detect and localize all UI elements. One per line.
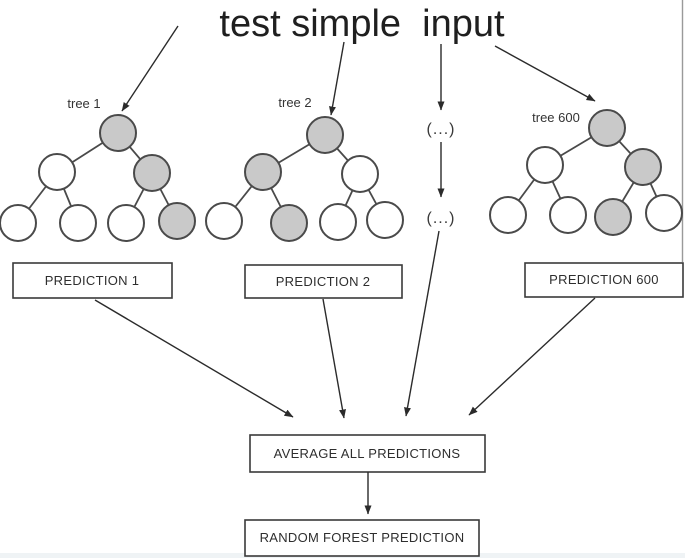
prediction-1-label: PREDICTION 1 — [45, 273, 140, 288]
tree-1-node-right-right — [158, 202, 196, 240]
tree-2-node-right-left — [319, 203, 357, 241]
ellipsis-bottom: (...) — [427, 210, 456, 227]
tree-1-node-left — [38, 153, 76, 191]
arrow-input-to-tree-2 — [329, 41, 345, 116]
tree-1-node-left-right — [59, 204, 97, 242]
tree-1-node-root — [99, 114, 137, 152]
tree-2-node-left-left — [205, 202, 243, 240]
tree-600 — [489, 109, 683, 236]
tree-2-node-right-right — [366, 201, 404, 239]
prediction-600-box: PREDICTION 600 — [524, 262, 684, 298]
average-box-label: AVERAGE ALL PREDICTIONS — [274, 446, 461, 461]
ellipsis-top: (...) — [427, 121, 456, 138]
tree-2-label: tree 2 — [278, 95, 311, 110]
tree-1-node-left-left — [0, 204, 37, 242]
prediction-600-label: PREDICTION 600 — [549, 272, 659, 287]
prediction-2-box: PREDICTION 2 — [244, 264, 403, 299]
arrow-ellipsis-to-average — [404, 230, 440, 417]
arrow-input-to-tree-600 — [494, 45, 596, 102]
tree-2 — [205, 116, 404, 242]
tree-1-label: tree 1 — [67, 96, 100, 111]
arrow-prediction-2-to-average — [322, 298, 346, 419]
average-box: AVERAGE ALL PREDICTIONS — [249, 434, 486, 473]
tree-3-node-left-right — [549, 196, 587, 234]
final-box: RANDOM FOREST PREDICTION — [244, 519, 480, 557]
tree-3-node-left — [526, 146, 564, 184]
diagram-title: test simple input — [219, 3, 505, 45]
tree-1-node-right — [133, 154, 171, 192]
arrow-prediction-1-to-average — [94, 299, 294, 418]
tree-3-node-right-left — [594, 198, 632, 236]
tree-2-node-left-right — [270, 204, 308, 242]
tree-3-node-right-right — [645, 194, 683, 232]
tree-2-node-right — [341, 155, 379, 193]
arrow-input-to-tree-1 — [121, 25, 179, 112]
tree-1-node-right-left — [107, 204, 145, 242]
tree-600-label: tree 600 — [532, 110, 580, 125]
tree-2-node-root — [306, 116, 344, 154]
prediction-1-box: PREDICTION 1 — [12, 262, 173, 299]
final-box-label: RANDOM FOREST PREDICTION — [260, 530, 465, 545]
tree-2-node-left — [244, 153, 282, 191]
tree-3-node-right — [624, 148, 662, 186]
tree-3-node-root — [588, 109, 626, 147]
tree-1 — [0, 114, 196, 242]
arrow-prediction-600-to-average — [468, 297, 596, 416]
prediction-2-label: PREDICTION 2 — [276, 274, 371, 289]
tree-3-node-left-left — [489, 196, 527, 234]
